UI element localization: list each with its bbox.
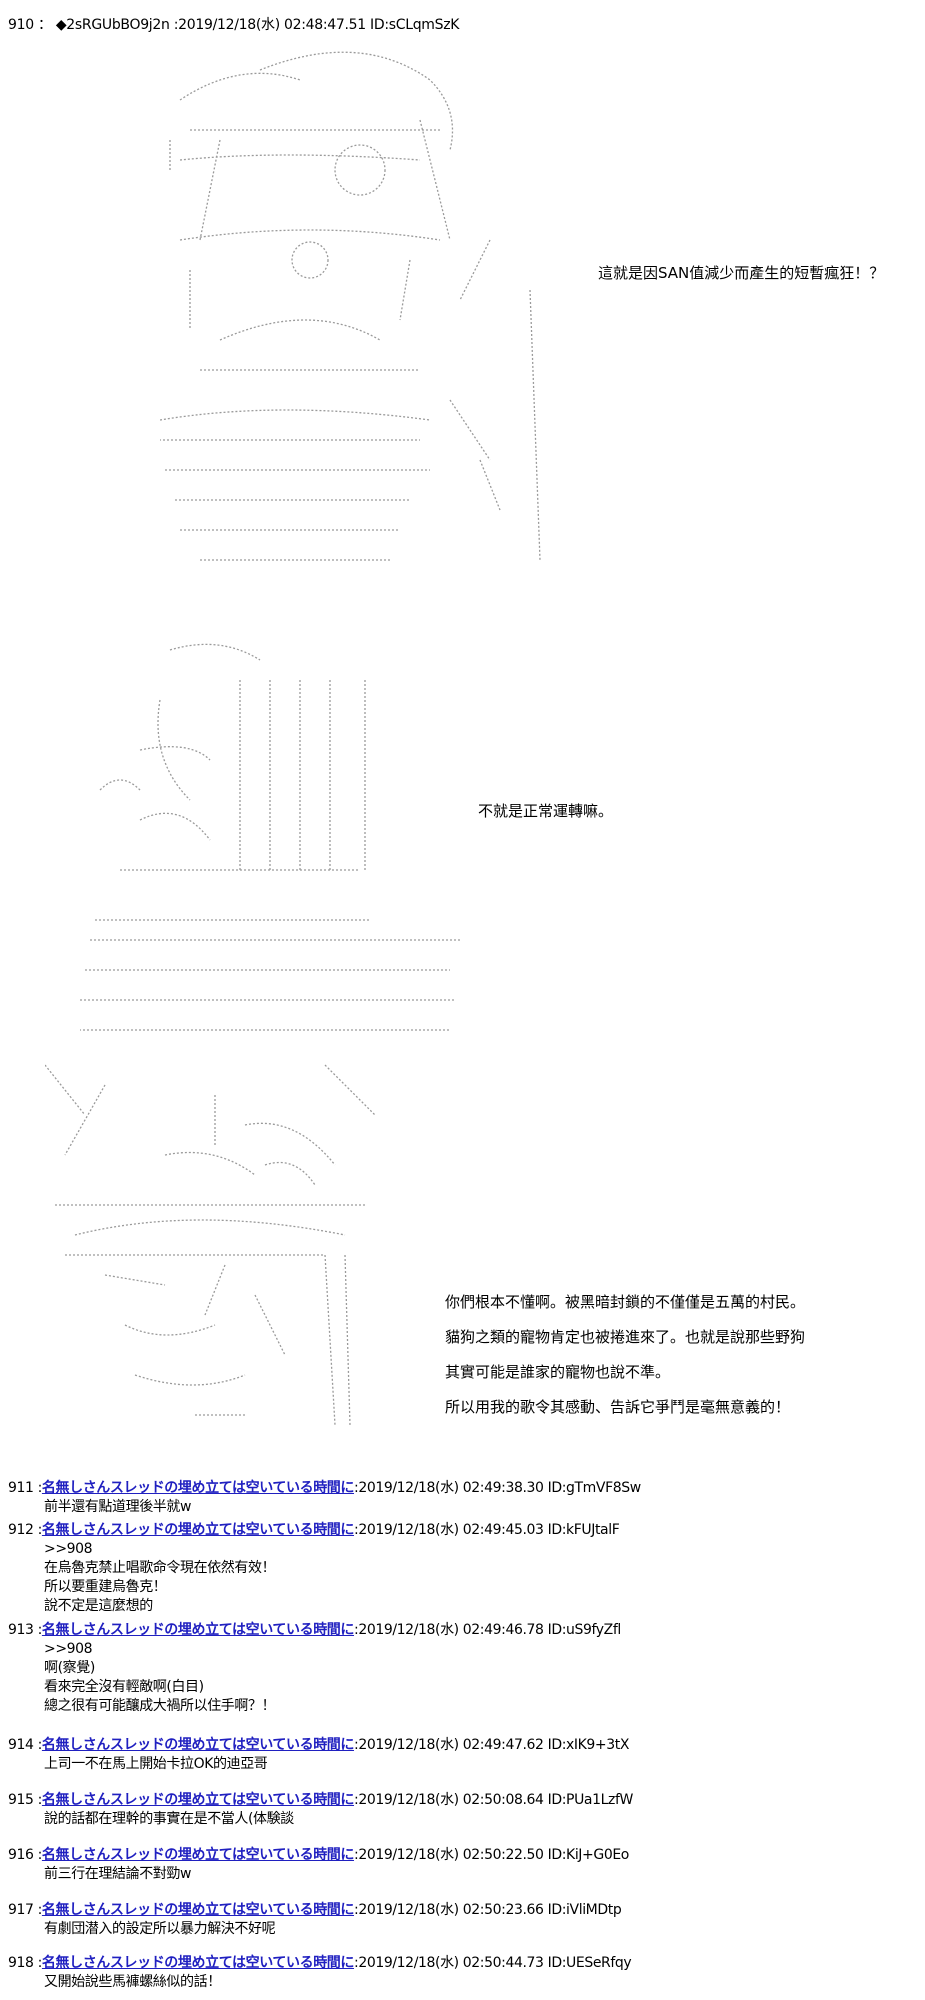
reply-post: 916 :名無しさんスレッドの埋め立ては空いている時間に:2019/12/18(… xyxy=(8,1845,629,1884)
post-number: 911 xyxy=(8,1480,34,1496)
post-line: 啊(察覺) xyxy=(44,1660,95,1676)
tripcode: ◆2sRGUbBO9j2n xyxy=(55,17,170,33)
post-body: 有劇団潜入的設定所以暴力解決不好呢 xyxy=(44,1920,621,1939)
dialogue-line: 其實可能是誰家的寵物也說不準。 xyxy=(445,1363,671,1381)
poster-id: ID:iVliMDtp xyxy=(547,1902,622,1918)
reply-post: 913 :名無しさんスレッドの埋め立ては空いている時間に:2019/12/18(… xyxy=(8,1620,621,1716)
post-number: 912 xyxy=(8,1522,34,1538)
reply-post: 918 :名無しさんスレッドの埋め立ては空いている時間に:2019/12/18(… xyxy=(8,1953,632,1992)
poster-id: ID:sCLqmSzK xyxy=(370,17,460,33)
reply-anchor[interactable]: >>908 xyxy=(44,1641,93,1657)
reply-post: 911 :名無しさんスレッドの埋め立ては空いている時間に:2019/12/18(… xyxy=(8,1478,641,1517)
post-header: 911 :名無しさんスレッドの埋め立ては空いている時間に:2019/12/18(… xyxy=(8,1480,642,1496)
poster-name-link[interactable]: 名無しさんスレッドの埋め立ては空いている時間に xyxy=(41,1622,355,1638)
post-number: 914 xyxy=(8,1737,34,1753)
reply-post: 915 :名無しさんスレッドの埋め立ては空いている時間に:2019/12/18(… xyxy=(8,1790,633,1829)
dialogue-line: 貓狗之類的寵物肯定也被捲進來了。也就是說那些野狗 xyxy=(445,1328,806,1346)
poster-name-link[interactable]: 名無しさんスレッドの埋め立ては空いている時間に xyxy=(41,1847,355,1863)
post-line: 看來完全沒有輕敵啊(白目) xyxy=(44,1679,204,1695)
post-body: >>908 在烏魯克禁止唱歌命令現在依然有效！ 所以要重建烏魯克！ 說不定是這麼想的 xyxy=(44,1540,619,1616)
post-line: 總之很有可能釀成大禍所以住手啊？！ xyxy=(44,1698,276,1714)
post-header: 914 :名無しさんスレッドの埋め立ては空いている時間に:2019/12/18(… xyxy=(8,1737,630,1753)
dialogue-2: 不就是正常運轉嘛。 xyxy=(478,800,613,821)
poster-id: ID:KiJ+G0Eo xyxy=(547,1847,630,1863)
post-body: 前半還有點道理後半就w xyxy=(44,1498,641,1517)
dialogue-line: 所以用我的歌令其感動、告訴它爭鬥是毫無意義的！ xyxy=(445,1398,791,1416)
post-line: 前三行在理結論不對勁w xyxy=(44,1866,192,1882)
post-date: :2019/12/18(水) 02:48:47.51 xyxy=(173,17,366,33)
poster-id: ID:uS9fyZfl xyxy=(547,1622,622,1638)
poster-id: ID:UESeRfqy xyxy=(547,1955,632,1971)
post-number: 910 xyxy=(8,17,34,33)
separator: ： xyxy=(37,17,52,33)
post-number: 913 xyxy=(8,1622,34,1638)
post-body: 前三行在理結論不對勁w xyxy=(44,1865,629,1884)
post-body: 上司一不在馬上開始卡拉OK的迪亞哥 xyxy=(44,1755,629,1774)
poster-id: ID:PUa1LzfW xyxy=(547,1792,634,1808)
ascii-art-woman-door xyxy=(80,640,470,1035)
post-body: 又開始說些馬褲螺絲似的話！ xyxy=(44,1973,631,1992)
post-header: 917 :名無しさんスレッドの埋め立ては空いている時間に:2019/12/18(… xyxy=(8,1902,622,1918)
post-number: 915 xyxy=(8,1792,34,1808)
dialogue-3: 你們根本不懂啊。被黑暗封鎖的不僅僅是五萬的村民。 貓狗之類的寵物肯定也被捲進來了… xyxy=(445,1285,805,1425)
post-header: 918 :名無しさんスレッドの埋め立ては空いている時間に:2019/12/18(… xyxy=(8,1955,632,1971)
post-header: 915 :名無しさんスレッドの埋め立ては空いている時間に:2019/12/18(… xyxy=(8,1792,634,1808)
post-line: 在烏魯克禁止唱歌命令現在依然有效！ xyxy=(44,1560,276,1576)
dialogue-line: 這就是因SAN值減少而產生的短暫瘋狂！？ xyxy=(598,264,885,282)
dialogue-line: 不就是正常運轉嘛。 xyxy=(478,802,614,820)
post-line: 有劇団潜入的設定所以暴力解決不好呢 xyxy=(44,1921,276,1937)
post-line: 說不定是這麼想的 xyxy=(44,1598,153,1614)
post-date: :2019/12/18(水) 02:49:47.62 xyxy=(354,1737,544,1753)
post-date: :2019/12/18(水) 02:49:38.30 xyxy=(354,1480,544,1496)
dialogue-1: 這就是因SAN值減少而產生的短暫瘋狂！？ xyxy=(598,262,884,283)
ascii-art-closeup-face xyxy=(45,1055,405,1425)
post-date: :2019/12/18(水) 02:50:23.66 xyxy=(354,1902,544,1918)
poster-name-link[interactable]: 名無しさんスレッドの埋め立ては空いている時間に xyxy=(41,1737,355,1753)
post-header: 912 :名無しさんスレッドの埋め立ては空いている時間に:2019/12/18(… xyxy=(8,1522,620,1538)
post-line: 說的話都在理幹的事實在是不當人(体験談 xyxy=(44,1811,294,1827)
post-line: 前半還有點道理後半就w xyxy=(44,1499,192,1515)
post-date: :2019/12/18(水) 02:50:22.50 xyxy=(354,1847,544,1863)
reply-post: 914 :名無しさんスレッドの埋め立ては空いている時間に:2019/12/18(… xyxy=(8,1735,629,1774)
poster-id: ID:gTmVF8Sw xyxy=(547,1480,642,1496)
post-body: >>908 啊(察覺) 看來完全沒有輕敵啊(白目) 總之很有可能釀成大禍所以住手啊？！ xyxy=(44,1640,621,1716)
post-header: 913 :名無しさんスレッドの埋め立ては空いている時間に:2019/12/18(… xyxy=(8,1622,622,1638)
poster-id: ID:xIK9+3tX xyxy=(547,1737,630,1753)
dialogue-line: 你們根本不懂啊。被黑暗封鎖的不僅僅是五萬的村民。 xyxy=(445,1293,806,1311)
post-number: 917 xyxy=(8,1902,34,1918)
post-date: :2019/12/18(水) 02:49:45.03 xyxy=(354,1522,544,1538)
post-header: 916 :名無しさんスレッドの埋め立ては空いている時間に:2019/12/18(… xyxy=(8,1847,630,1863)
poster-name-link[interactable]: 名無しさんスレッドの埋め立ては空いている時間に xyxy=(41,1792,355,1808)
post-date: :2019/12/18(水) 02:50:08.64 xyxy=(354,1792,544,1808)
post-body: 說的話都在理幹的事實在是不當人(体験談 xyxy=(44,1810,633,1829)
post-line: 所以要重建烏魯克！ xyxy=(44,1579,167,1595)
reply-anchor[interactable]: >>908 xyxy=(44,1541,93,1557)
poster-name-link[interactable]: 名無しさんスレッドの埋め立ては空いている時間に xyxy=(41,1480,355,1496)
post-number: 916 xyxy=(8,1847,34,1863)
reply-post: 917 :名無しさんスレッドの埋め立ては空いている時間に:2019/12/18(… xyxy=(8,1900,622,1939)
post-line: 又開始說些馬褲螺絲似的話！ xyxy=(44,1974,221,1990)
reply-post: 912 :名無しさんスレッドの埋め立ては空いている時間に:2019/12/18(… xyxy=(8,1520,620,1616)
post-date: :2019/12/18(水) 02:49:46.78 xyxy=(354,1622,544,1638)
poster-name-link[interactable]: 名無しさんスレッドの埋め立ては空いている時間に xyxy=(41,1955,355,1971)
poster-id: ID:kFUJtalF xyxy=(547,1522,620,1538)
post-line: 上司一不在馬上開始卡拉OK的迪亞哥 xyxy=(44,1756,268,1772)
ascii-art-girl-hat xyxy=(160,40,560,585)
post-number: 918 xyxy=(8,1955,34,1971)
poster-name-link[interactable]: 名無しさんスレッドの埋め立ては空いている時間に xyxy=(41,1902,355,1918)
post-date: :2019/12/18(水) 02:50:44.73 xyxy=(354,1955,544,1971)
poster-name-link[interactable]: 名無しさんスレッドの埋め立ては空いている時間に xyxy=(41,1522,355,1538)
main-post-header: 910 ： ◆2sRGUbBO9j2n :2019/12/18(水) 02:48… xyxy=(8,14,459,34)
